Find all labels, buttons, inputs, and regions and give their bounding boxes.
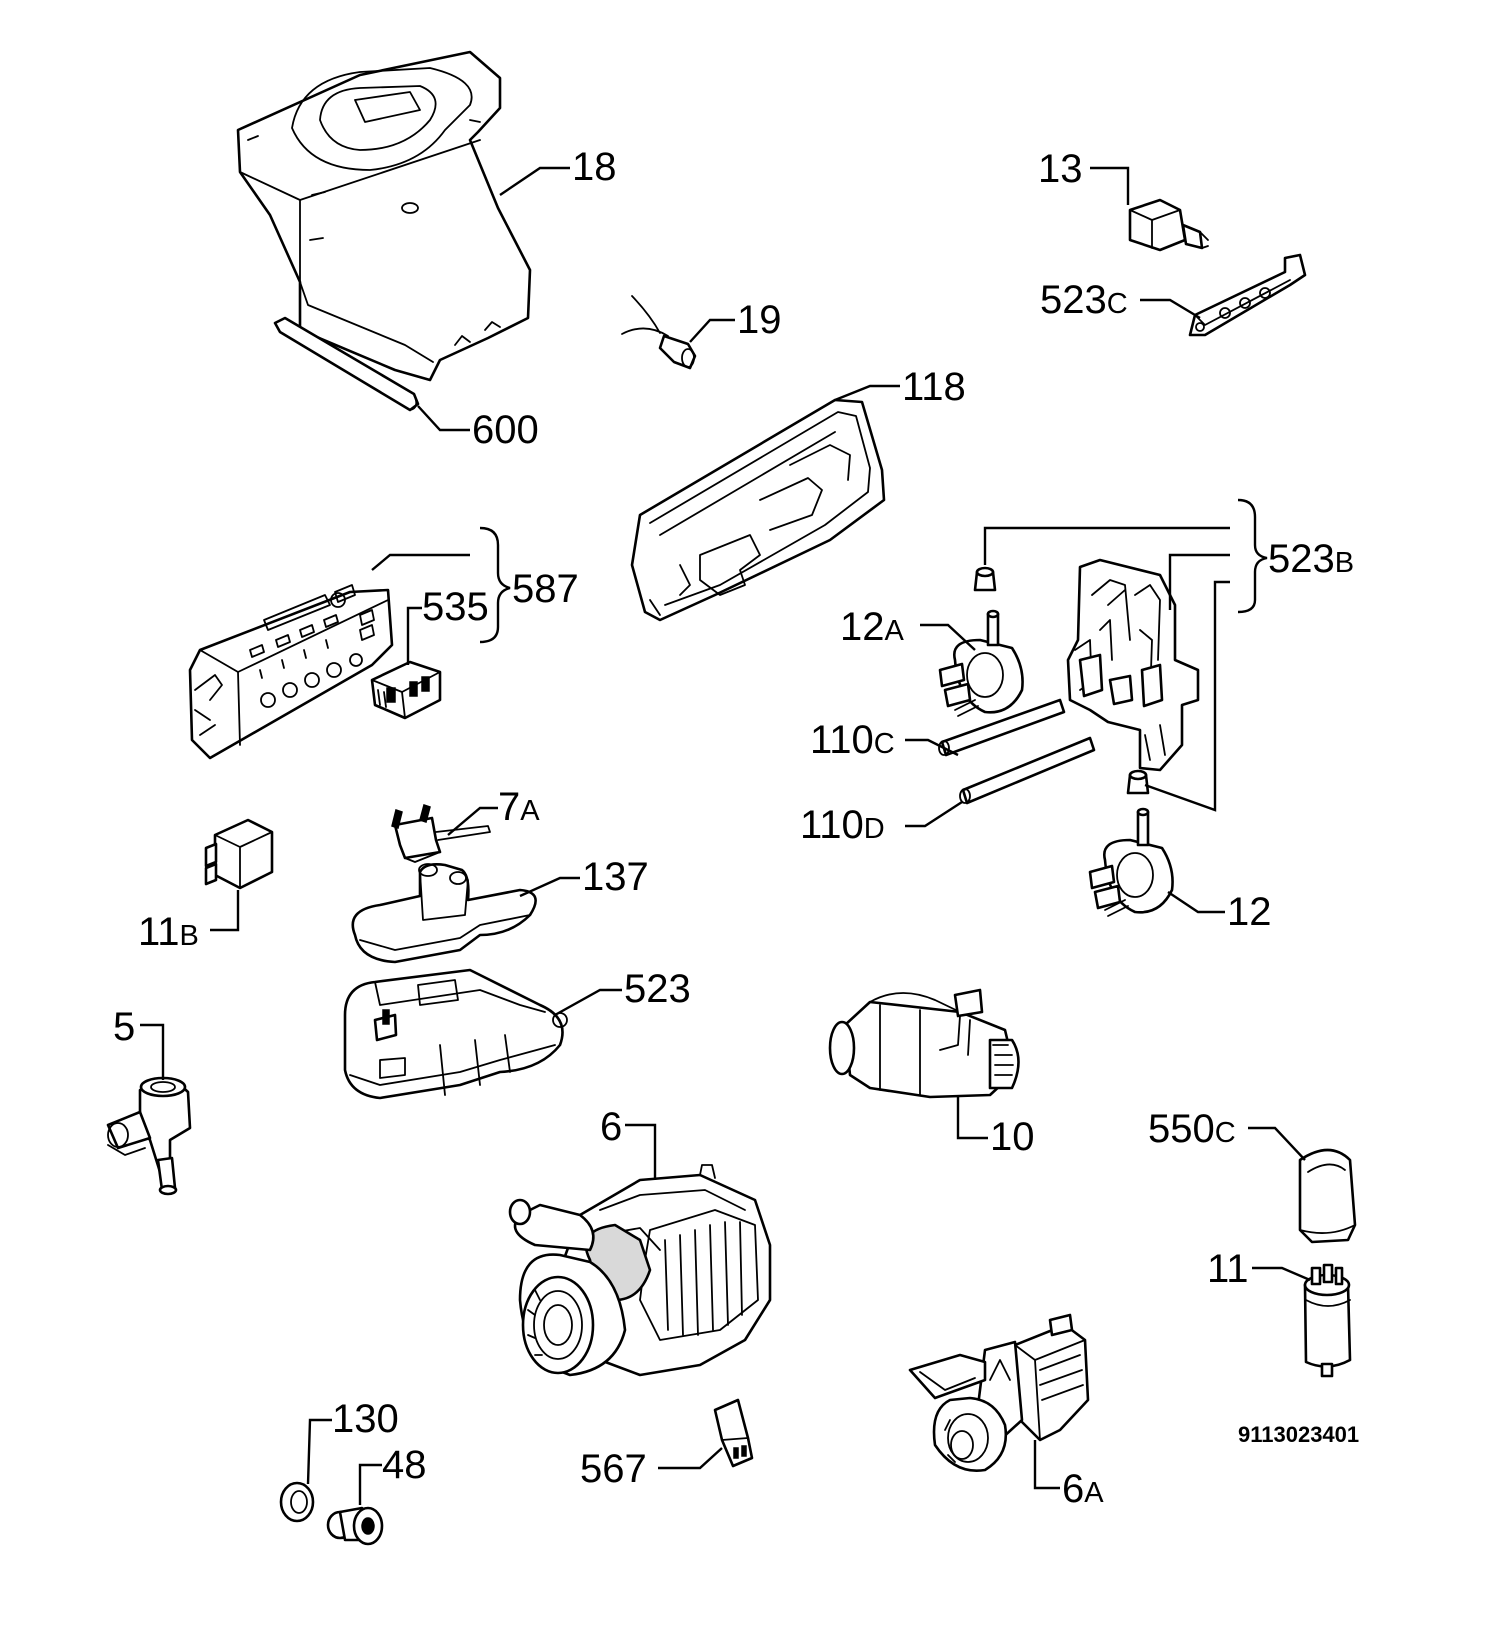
part-137-seal-plate <box>351 863 537 964</box>
label-587: 587 <box>512 567 579 611</box>
label-6: 6 <box>600 1105 622 1149</box>
leader-48 <box>358 1463 382 1505</box>
leader-110d <box>905 800 963 828</box>
part-567-clip <box>713 1398 754 1468</box>
part-523c-bracket <box>1188 253 1307 337</box>
label-19: 19 <box>737 298 782 342</box>
leader-550c <box>1248 1126 1306 1161</box>
leader-10 <box>956 1095 988 1140</box>
label-13: 13 <box>1038 147 1083 191</box>
label-48: 48 <box>382 1443 427 1487</box>
leader-535 <box>406 606 422 665</box>
label-11b: 11B <box>138 910 199 954</box>
part-523b-bracket-assembly <box>1066 558 1200 772</box>
label-600: 600 <box>472 408 539 452</box>
label-523c: 523C <box>1040 278 1128 322</box>
part-523b-cap-top <box>973 566 997 592</box>
leader-118 <box>834 384 900 402</box>
label-535: 535 <box>422 585 489 629</box>
part-110c-hose <box>938 698 1066 757</box>
label-10: 10 <box>990 1115 1035 1159</box>
leader-7a <box>447 806 498 836</box>
part-11b-relay <box>204 818 274 890</box>
part-118-panel <box>630 398 886 622</box>
part-11-capacitor <box>1303 1263 1352 1378</box>
leader-19 <box>689 318 735 343</box>
leader-523b-2 <box>1168 553 1230 610</box>
part-130-seal-ring <box>279 1481 315 1523</box>
leader-12a <box>920 623 976 651</box>
part-6-pump-motor <box>508 1164 772 1377</box>
part-12-pressure-switch <box>1088 807 1174 917</box>
leader-587 <box>371 553 470 571</box>
leader-12 <box>1167 891 1225 914</box>
label-550c: 550C <box>1148 1107 1236 1151</box>
leader-6a <box>1033 1440 1060 1490</box>
label-523b: 523B <box>1268 537 1354 581</box>
leader-523b-3 <box>1144 580 1230 812</box>
part-19-sensor <box>621 295 697 370</box>
part-5-valve <box>106 1076 192 1196</box>
label-118: 118 <box>902 365 966 409</box>
part-6a-drain-pump <box>908 1313 1090 1473</box>
label-11: 11 <box>1207 1247 1249 1291</box>
leader-110c <box>905 738 959 757</box>
leader-523b-1 <box>983 526 1230 565</box>
leader-5 <box>140 1023 165 1080</box>
leader-18 <box>499 166 570 196</box>
label-6a: 6A <box>1062 1467 1104 1511</box>
leader-137 <box>519 876 580 898</box>
part-110d-hose <box>959 736 1096 805</box>
drawing-code: 9113023401 <box>1238 1422 1359 1447</box>
brace-523b <box>1237 498 1268 614</box>
part-48-plug <box>326 1506 384 1546</box>
label-5: 5 <box>113 1005 135 1049</box>
leader-523 <box>554 988 622 1017</box>
leader-523c <box>1140 298 1201 320</box>
leader-130 <box>306 1418 332 1485</box>
label-523: 523 <box>624 967 691 1011</box>
part-10-heater <box>828 988 1020 1099</box>
label-18: 18 <box>572 145 617 189</box>
part-7a-clip <box>391 804 491 863</box>
label-110d: 110D <box>800 803 885 847</box>
part-550c-cap <box>1298 1148 1357 1244</box>
part-587-electronic-module <box>188 584 394 760</box>
part-12a-pressure-switch <box>938 609 1024 717</box>
label-110c: 110C <box>810 718 895 762</box>
part-535-connector <box>370 660 442 720</box>
label-12a: 12A <box>840 605 905 649</box>
part-523b-cap-bottom <box>1126 769 1150 795</box>
leader-11b <box>210 890 240 932</box>
label-567: 567 <box>580 1447 647 1491</box>
label-7a: 7A <box>498 785 540 829</box>
part-13-switch <box>1128 198 1209 252</box>
brace-587 <box>479 526 511 644</box>
label-12: 12 <box>1227 890 1272 934</box>
part-523-lower-cover <box>343 968 568 1100</box>
label-130: 130 <box>332 1397 399 1441</box>
part-18-housing-cover <box>236 50 532 382</box>
leader-600 <box>417 405 470 432</box>
leader-567 <box>658 1447 723 1470</box>
leader-11 <box>1252 1266 1311 1282</box>
leader-6 <box>625 1123 657 1180</box>
part-600-tube <box>273 316 420 412</box>
label-137: 137 <box>582 855 649 899</box>
leader-13 <box>1090 166 1130 205</box>
